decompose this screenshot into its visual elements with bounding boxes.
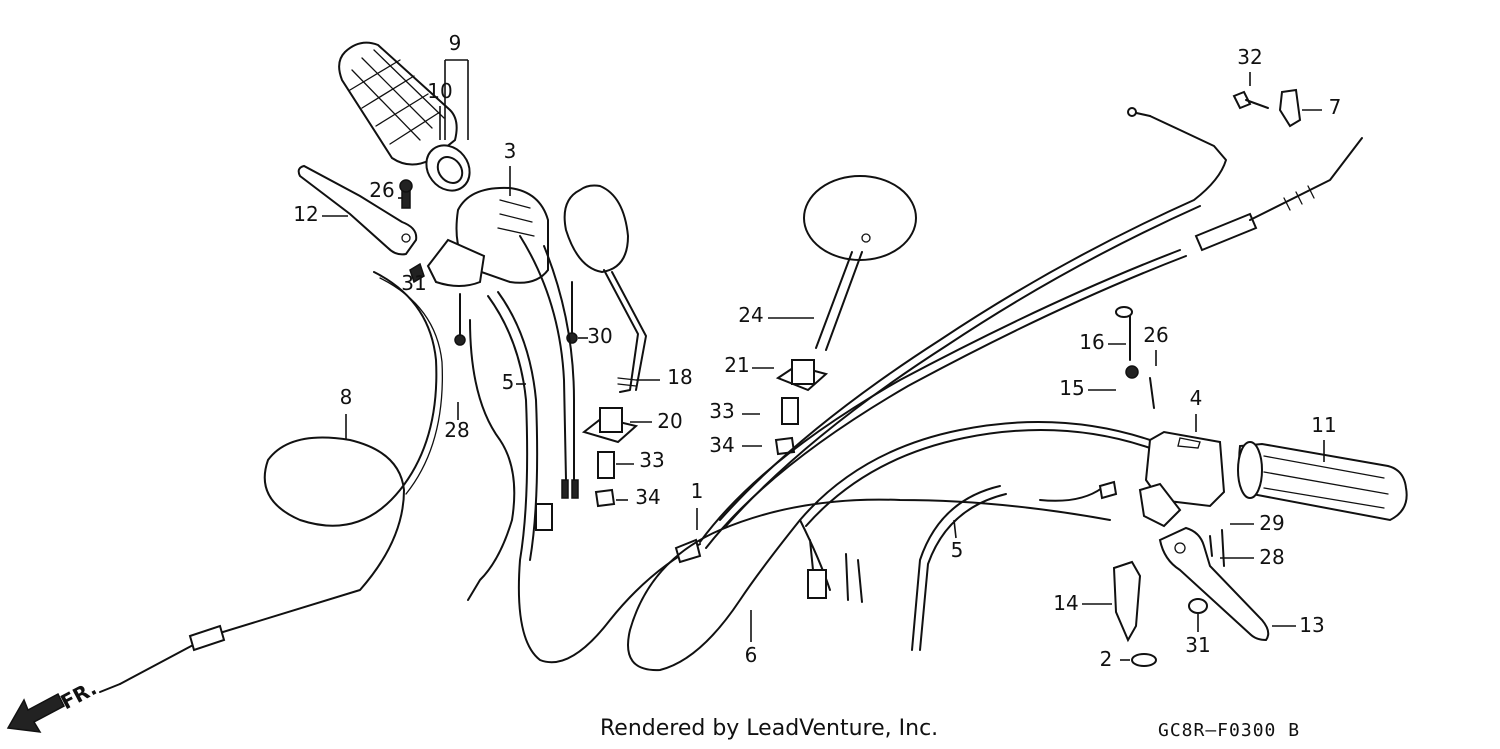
- callout-34: 34: [709, 433, 734, 457]
- mount-block-21: [774, 359, 829, 456]
- callout-4: 4: [1190, 386, 1203, 410]
- callout-26: 26: [1143, 323, 1168, 347]
- callout-28: 28: [1259, 545, 1284, 569]
- bracket-14: [1112, 560, 1208, 667]
- callout-5: 5: [502, 370, 515, 394]
- left-switch-housing: [426, 186, 549, 287]
- callout-1: 1: [691, 479, 704, 503]
- mount-block-20: [581, 407, 639, 508]
- callout-20: 20: [657, 409, 682, 433]
- right-switch-housing: [1115, 306, 1226, 528]
- callout-8: 8: [340, 385, 353, 409]
- callout-31: 31: [1185, 633, 1210, 657]
- callout-29: 29: [1259, 511, 1284, 535]
- callout-32: 32: [1237, 45, 1262, 69]
- callout-12: 12: [293, 202, 318, 226]
- callout-3: 3: [504, 139, 517, 163]
- bolt-28-left: [454, 293, 466, 346]
- callout-2: 2: [1100, 647, 1113, 671]
- clutch-cable: [99, 271, 444, 693]
- left-lever: [297, 164, 425, 284]
- left-grip: [338, 41, 471, 192]
- right-grip: [1237, 441, 1408, 522]
- right-switch-cable: [627, 421, 1151, 672]
- right-lever: [1158, 526, 1270, 642]
- callout-24: 24: [738, 303, 763, 327]
- direction-arrow: [6, 692, 65, 733]
- throttle-cables: [674, 107, 1363, 564]
- right-wiring: [911, 480, 1118, 651]
- callout-30: 30: [587, 324, 612, 348]
- callout-6: 6: [745, 643, 758, 667]
- callout-9: 9: [449, 31, 462, 55]
- callout-16: 16: [1079, 330, 1104, 354]
- left-wiring: [467, 235, 701, 664]
- callout-28: 28: [444, 418, 469, 442]
- callout-10: 10: [427, 79, 452, 103]
- callout-18: 18: [667, 365, 692, 389]
- callout-33: 33: [709, 399, 734, 423]
- callout-31: 31: [401, 271, 426, 295]
- callout-11: 11: [1311, 413, 1336, 437]
- diagram-code: GC8R–F0300 B: [1158, 720, 1301, 741]
- bolt-32: [1232, 90, 1269, 110]
- callout-34: 34: [635, 485, 660, 509]
- callout-5: 5: [951, 538, 964, 562]
- left-mirror: [563, 184, 647, 393]
- callout-7: 7: [1329, 95, 1342, 119]
- callout-26: 26: [369, 178, 394, 202]
- leader-lines: [322, 59, 1325, 661]
- callout-15: 15: [1059, 376, 1084, 400]
- right-mirror: [803, 175, 917, 351]
- credit-text: Rendered by LeadVenture, Inc.: [600, 716, 939, 741]
- callout-14: 14: [1053, 591, 1078, 615]
- callout-21: 21: [724, 353, 749, 377]
- clip-7: [1278, 88, 1302, 128]
- callout-33: 33: [639, 448, 664, 472]
- callout-13: 13: [1299, 613, 1324, 637]
